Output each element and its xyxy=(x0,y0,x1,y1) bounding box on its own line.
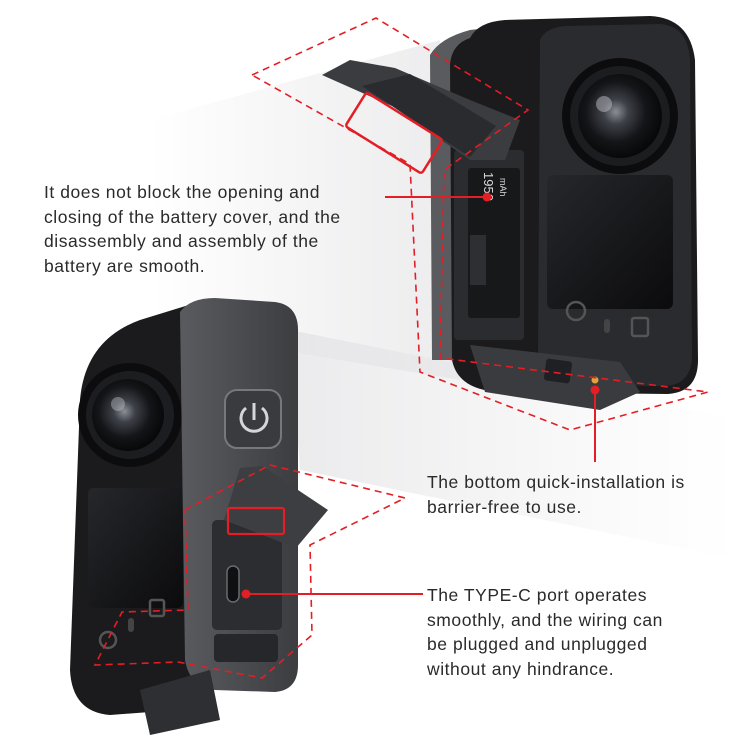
callout-line-text: disassembly and assembly of the xyxy=(44,231,319,251)
callout-line-text: without any hindrance. xyxy=(427,658,615,679)
callout-line-text: closing of the battery cover, and the xyxy=(44,206,341,227)
light-beam-bottom xyxy=(290,330,740,560)
callout-line-text: smoothly, and the wiring can xyxy=(427,609,663,630)
camera-bottom xyxy=(70,298,328,735)
callout-text-type-c-port: The TYPE-C port operates smoothly, and t… xyxy=(427,583,663,681)
power-icon xyxy=(239,406,269,433)
callout-text-bottom-mount: The bottom quick-installation is barrier… xyxy=(427,470,685,519)
case-side-band xyxy=(430,20,560,360)
camera-top: 1950 mAh xyxy=(322,16,698,410)
callout-line-text: The bottom quick-installation is xyxy=(427,472,685,492)
callout-line-text: The TYPE-C port operates xyxy=(427,585,648,605)
cover-seal-highlight xyxy=(345,92,443,174)
mode-button xyxy=(630,316,650,338)
callout-line-text: It does not block the opening and xyxy=(44,182,320,202)
battery-unit-label: mAh xyxy=(498,178,508,197)
callout-line-text: battery are smooth. xyxy=(44,255,206,276)
callout-dot-mount xyxy=(590,385,600,395)
highlight-frame-bottom xyxy=(93,464,408,679)
camera-screen xyxy=(547,175,673,309)
callout-dot-battery xyxy=(482,192,492,202)
camera-screen-bottom xyxy=(88,488,183,608)
callout-line-text: barrier-free to use. xyxy=(427,496,582,517)
lens-glass xyxy=(578,74,662,158)
callout-line-text: be plugged and unplugged xyxy=(427,634,648,654)
type-c-port xyxy=(226,565,240,603)
power-button xyxy=(565,300,587,322)
callout-text-battery-cover: It does not block the opening and closin… xyxy=(44,180,341,278)
lens-glass-bottom xyxy=(92,379,164,451)
port-recess xyxy=(212,520,282,630)
callout-dot-port xyxy=(241,589,251,599)
indicator-slot xyxy=(604,319,610,333)
port-cover-highlight xyxy=(226,506,286,536)
light-beam-top xyxy=(150,40,460,380)
